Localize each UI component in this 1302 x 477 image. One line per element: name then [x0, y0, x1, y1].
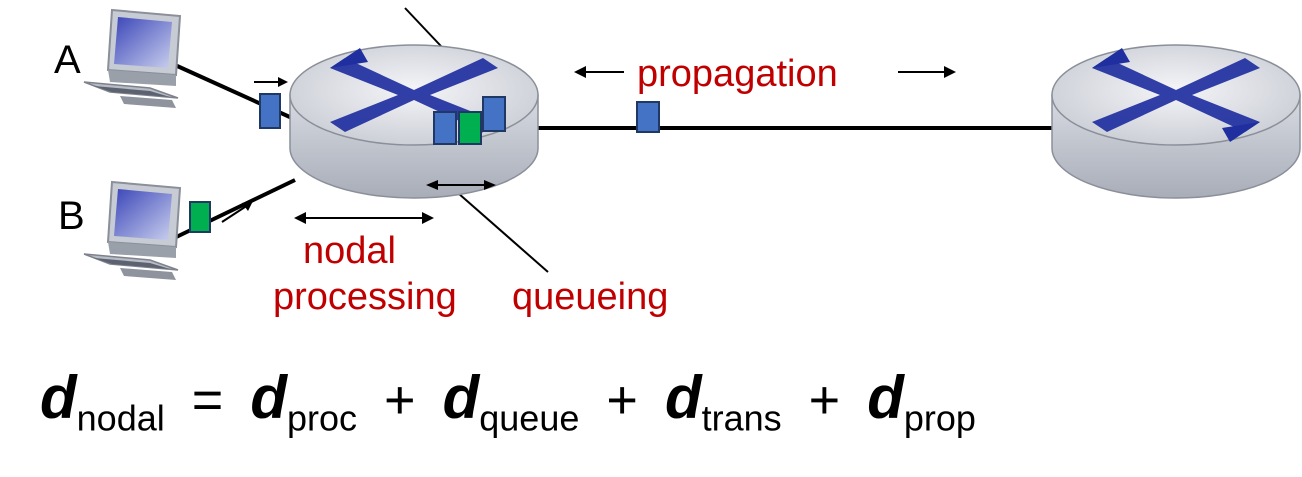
formula-sub-prop: prop [903, 397, 976, 439]
formula-var-nodal: d [40, 364, 77, 431]
router-2-icon [1051, 44, 1301, 199]
arrow-b-up-right-icon [221, 201, 253, 223]
packet-b-on-link [189, 201, 211, 233]
queueing-arrow-icon [426, 180, 496, 190]
propagation-right-arrow-icon [898, 66, 956, 78]
host-a-label: A [54, 38, 81, 82]
computer-a-icon [83, 8, 182, 108]
formula-var-prop: d [867, 364, 904, 431]
nodal-delay-formula: dnodal = dproc + dqueue + dtrans + dprop [40, 368, 976, 437]
computer-b-icon [83, 180, 182, 280]
queued-packet-3 [482, 96, 506, 132]
packet-propagating [636, 101, 660, 133]
nodal-processing-arrow-icon [294, 212, 434, 224]
formula-var-queue: d [442, 364, 480, 431]
link-b-router [169, 178, 296, 242]
packet-a-on-link [259, 93, 281, 129]
formula-sub-proc: proc [286, 397, 358, 439]
formula-sub-nodal: nodal [76, 397, 165, 439]
arrow-a-right-icon [254, 77, 288, 87]
formula-sub-queue: queue [479, 397, 580, 439]
formula-equals: = [191, 370, 224, 430]
nodal-label: nodal [303, 230, 396, 272]
queueing-label: queueing [512, 276, 669, 318]
queued-packet-2 [458, 111, 482, 145]
propagation-left-arrow-icon [574, 66, 624, 78]
formula-var-trans: d [664, 364, 702, 431]
queued-packet-1 [433, 111, 457, 145]
formula-plus-3: + [808, 370, 841, 430]
propagation-label: propagation [637, 53, 838, 95]
processing-label: processing [273, 276, 457, 318]
formula-var-proc: d [250, 364, 287, 431]
formula-plus-2: + [606, 370, 638, 430]
formula-plus-1: + [384, 370, 416, 430]
formula-sub-trans: trans [701, 397, 782, 439]
host-b-label: B [58, 194, 85, 238]
queueing-pointer-line [457, 192, 549, 273]
